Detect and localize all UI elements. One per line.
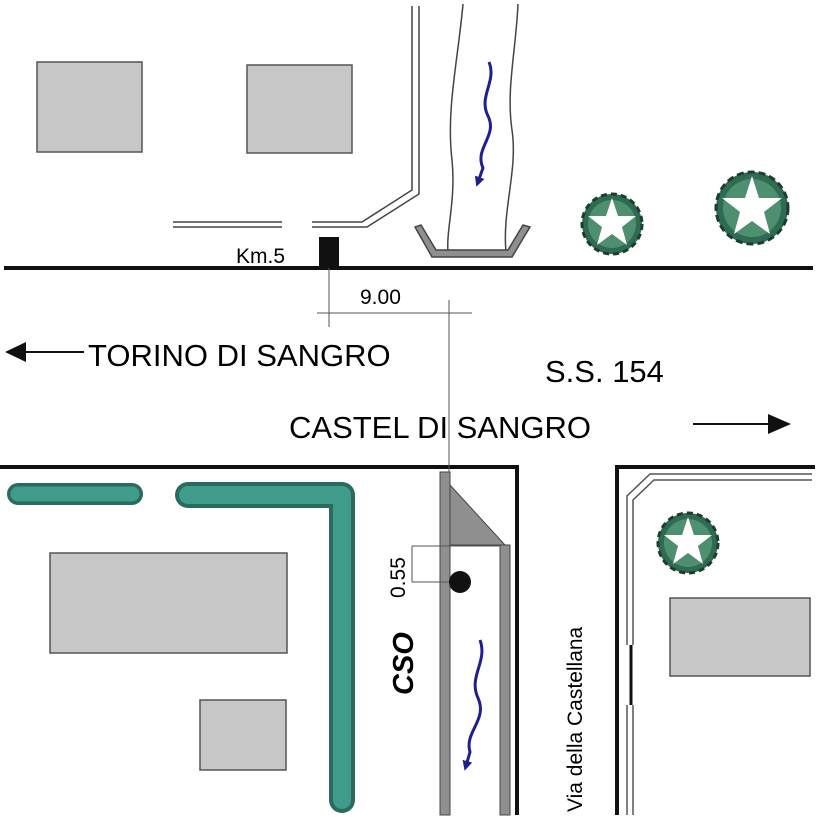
tree-icon (714, 170, 790, 246)
channel-wall-right (499, 544, 511, 816)
outfall-label: CSO (388, 632, 420, 695)
building-se (669, 597, 811, 677)
building-sw-small (199, 699, 287, 771)
road-code: S.S. 154 (545, 354, 664, 389)
destination-west: TORINO DI SANGRO (88, 338, 391, 373)
main-road-south-edge-east (615, 465, 815, 815)
hedge-corner-fill (179, 486, 351, 809)
building-sw-large (49, 552, 288, 654)
channel-inlet-triangle (449, 483, 507, 546)
distance-label: 9.00 (360, 286, 401, 309)
creek-left-bank (446, 3, 464, 253)
culvert-inlet (413, 224, 532, 258)
km-marker-label: Km.5 (236, 245, 285, 268)
east-lane-inner (632, 479, 812, 645)
building-nw-2 (246, 64, 353, 154)
east-lane-outer (626, 473, 812, 645)
km-marker-post (319, 237, 339, 268)
tree-icon (656, 511, 720, 575)
flow-arrow-north-icon (474, 61, 493, 187)
main-road-south-edge-west (0, 465, 519, 815)
access-road-outer (312, 6, 413, 223)
flow-arrow-south-icon (462, 639, 484, 771)
creek-right-bank (504, 3, 519, 253)
channel-wall-left (439, 471, 451, 816)
arrow-west-icon (5, 342, 26, 362)
outfall-point (449, 571, 471, 593)
arrow-east-icon (768, 414, 791, 434)
destination-east: CASTEL DI SANGRO (289, 410, 591, 445)
tree-icon (580, 192, 644, 256)
building-nw-1 (36, 61, 143, 153)
offset-label: 0.55 (387, 557, 410, 598)
side-street-label: Via della Castellana (564, 626, 587, 812)
access-road-inner (312, 6, 420, 228)
